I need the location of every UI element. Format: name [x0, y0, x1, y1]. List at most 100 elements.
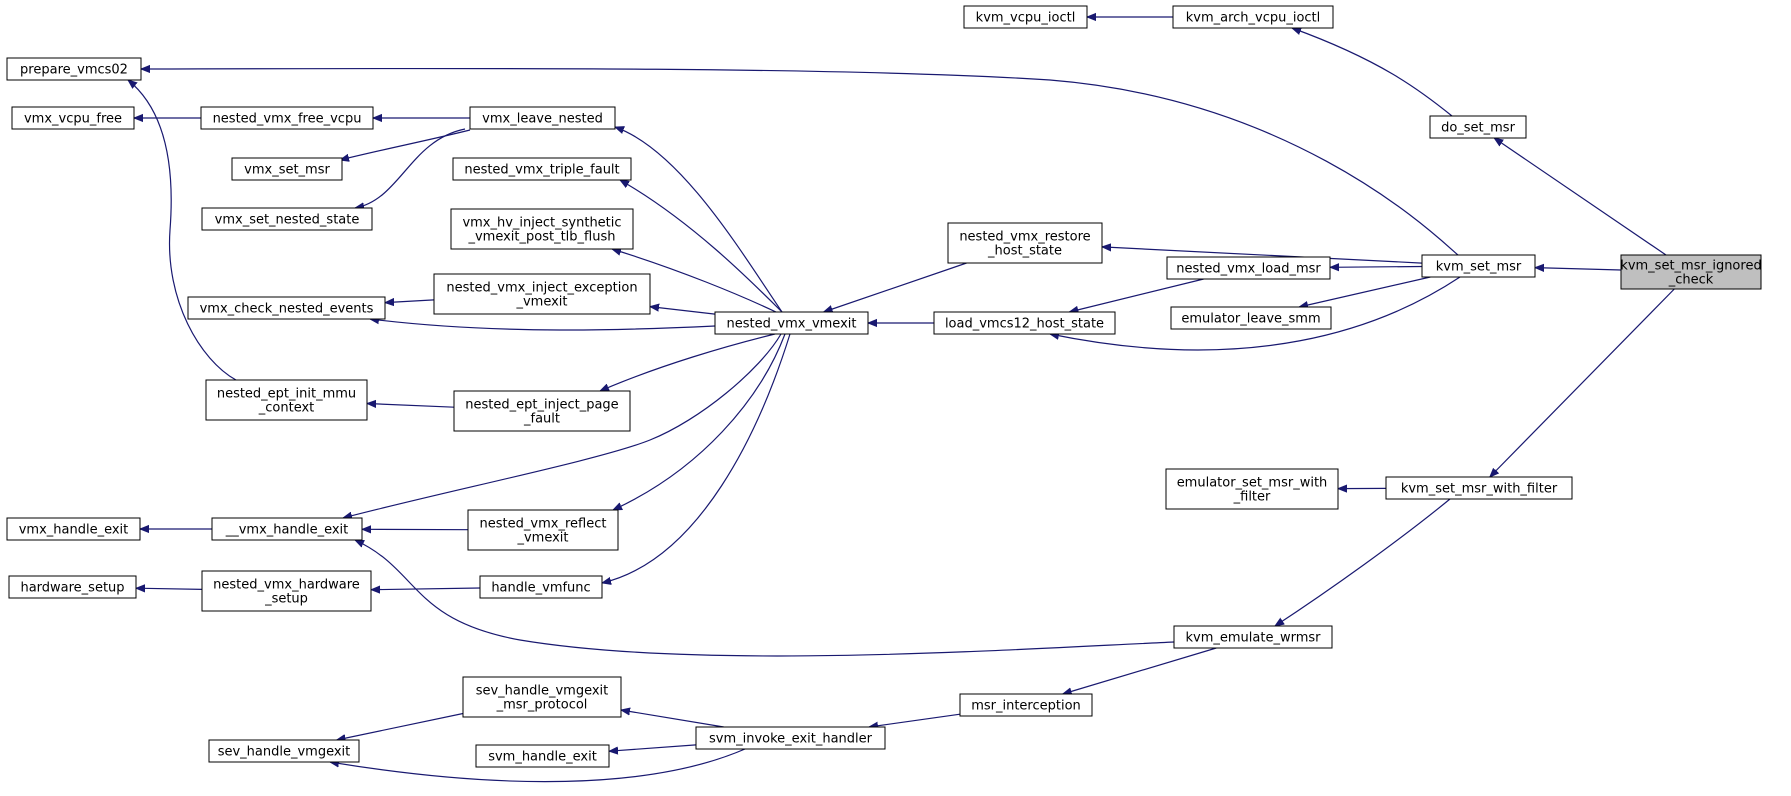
- node-box: [208, 739, 360, 763]
- edge-nested_vmx_vmexit-to-nested_vmx_restore_host_state: [824, 262, 967, 312]
- node-vmx-vcpu-free[interactable]: vmx_vcpu_free: [11, 106, 135, 130]
- node-svm-handle-exit[interactable]: svm_handle_exit: [475, 744, 610, 768]
- node-label: kvm_set_msr: [1436, 260, 1522, 275]
- node---vmx-handle-exit[interactable]: __vmx_handle_exit: [211, 517, 363, 541]
- node-label: do_set_msr: [1441, 121, 1516, 136]
- node-nested-vmx-hardware-setup[interactable]: nested_vmx_hardware_setup: [201, 570, 372, 612]
- node-box: [1620, 254, 1762, 290]
- edge-vmx_set_msr-to-vmx_leave_nested: [340, 129, 471, 160]
- edge-prepare_vmcs02-to-nested_ept_init_mmu_context: [128, 80, 237, 381]
- node-box: [475, 744, 610, 768]
- node-msr-interception[interactable]: msr_interception: [959, 693, 1093, 717]
- edges-layer: [128, 17, 1675, 783]
- node-prepare-vmcs02[interactable]: prepare_vmcs02: [6, 57, 142, 81]
- node-root[interactable]: kvm_set_msr_ignored_check: [1620, 254, 1762, 290]
- edge-do_set_msr-to-root: [1494, 138, 1667, 256]
- node-box: [450, 208, 634, 250]
- node-emulator-set-msr-with-filter[interactable]: emulator_set_msr_with_filter: [1165, 468, 1339, 510]
- node-vmx-set-nested-state[interactable]: vmx_set_nested_state: [201, 207, 373, 231]
- node-label: nested_vmx_restore: [959, 230, 1090, 245]
- edge-nested_vmx_triple_fault-to-nested_vmx_vmexit: [620, 180, 783, 313]
- edge-kvm_emulate_wrmsr-to-kvm_set_msr_with_filter: [1275, 498, 1451, 626]
- node-box: [200, 106, 374, 130]
- node-box: [8, 575, 137, 599]
- node-nested-vmx-load-msr[interactable]: nested_vmx_load_msr: [1166, 256, 1331, 280]
- edge-prepare_vmcs02-to-kvm_set_msr: [141, 68, 1459, 256]
- node-vmx-handle-exit[interactable]: vmx_handle_exit: [6, 517, 141, 541]
- node-kvm-emulate-wrmsr[interactable]: kvm_emulate_wrmsr: [1173, 625, 1333, 649]
- node-vmx-check-nested-events[interactable]: vmx_check_nested_events: [187, 296, 386, 320]
- node-nested-ept-inject-page-fault[interactable]: nested_ept_inject_page_fault: [453, 390, 631, 432]
- node-label: svm_handle_exit: [488, 750, 597, 765]
- node-label: vmx_set_msr: [244, 163, 330, 178]
- node-label: __vmx_handle_exit: [225, 523, 349, 538]
- node-kvm-set-msr-with-filter[interactable]: kvm_set_msr_with_filter: [1385, 476, 1573, 500]
- node-label: _host_state: [987, 244, 1062, 259]
- node-box: [1173, 625, 1333, 649]
- node-box: [462, 676, 622, 718]
- edge-load_vmcs12_host_state-to-kvm_set_msr: [1050, 276, 1461, 351]
- node-label: _msr_protocol: [496, 698, 588, 713]
- edge-nested_vmx_reflect_vmexit-to-nested_vmx_vmexit: [613, 333, 786, 511]
- node-box: [714, 311, 869, 335]
- node-label: load_vmcs12_host_state: [945, 317, 1104, 332]
- node-do-set-msr[interactable]: do_set_msr: [1429, 115, 1527, 139]
- edge-vmx_check_nested_events-to-nested_vmx_vmexit: [370, 319, 716, 331]
- edge-svm_handle_exit-to-svm_invoke_exit_handler: [609, 744, 697, 751]
- node-vmx-set-msr[interactable]: vmx_set_msr: [231, 157, 343, 181]
- node-label: sev_handle_vmgexit: [218, 745, 351, 760]
- node-svm-invoke-exit-handler[interactable]: svm_invoke_exit_handler: [695, 726, 886, 750]
- node-box: [963, 5, 1088, 29]
- node-box: [1385, 476, 1573, 500]
- edge-nested_vmx_hardware_setup-to-handle_vmfunc: [371, 588, 481, 590]
- node-label: _context: [258, 401, 315, 416]
- node-box: [231, 157, 343, 181]
- nodes-layer: kvm_set_msr_ignored_check kvm_set_msr do_s…: [6, 5, 1762, 768]
- edge-hardware_setup-to-nested_vmx_hardware_setup: [136, 588, 203, 589]
- edge-vmx_leave_nested-to-nested_vmx_vmexit: [615, 127, 783, 313]
- edge-nested_vmx_inject_exception-to-nested_vmx_vmexit: [650, 307, 716, 315]
- node-kvm-vcpu-ioctl[interactable]: kvm_vcpu_ioctl: [963, 5, 1088, 29]
- edge-__vmx_handle_exit-to-kvm_emulate_wrmsr: [355, 539, 1175, 657]
- edge-__vmx_handle_exit-to-nested_vmx_vmexit: [343, 333, 782, 518]
- node-kvm-arch-vcpu-ioctl[interactable]: kvm_arch_vcpu_ioctl: [1172, 5, 1334, 29]
- node-box: [933, 311, 1116, 335]
- node-hardware-setup[interactable]: hardware_setup: [8, 575, 137, 599]
- node-box: [469, 106, 616, 130]
- node-vmx-hv-inject-synthetic[interactable]: vmx_hv_inject_synthetic_vmexit_post_tlb_…: [450, 208, 634, 250]
- node-nested-vmx-inject-exception[interactable]: nested_vmx_inject_exception_vmexit: [433, 273, 651, 315]
- node-label: nested_vmx_hardware: [213, 578, 360, 593]
- edge-sev_handle_vmgexit-to-sev_handle_vmgexit_msr_protocol: [337, 712, 464, 741]
- node-emulator-leave-smm[interactable]: emulator_leave_smm: [1170, 306, 1332, 330]
- node-handle-vmfunc[interactable]: handle_vmfunc: [479, 575, 603, 599]
- node-box: [479, 575, 603, 599]
- edge-vmx_set_nested_state-to-vmx_leave_nested: [355, 128, 466, 208]
- node-box: [211, 517, 363, 541]
- node-sev-handle-vmgexit[interactable]: sev_handle_vmgexit: [208, 739, 360, 763]
- node-nested-vmx-reflect-vmexit[interactable]: nested_vmx_reflect_vmexit: [467, 509, 619, 551]
- node-label: hardware_setup: [20, 581, 124, 596]
- node-box: [467, 509, 619, 551]
- node-label: vmx_hv_inject_synthetic: [462, 216, 621, 231]
- node-nested-vmx-restore-host-state[interactable]: nested_vmx_restore_host_state: [947, 222, 1103, 264]
- edge-nested_vmx_load_msr-to-kvm_set_msr: [1330, 267, 1423, 268]
- edge-kvm_arch_vcpu_ioctl-to-do_set_msr: [1292, 28, 1453, 117]
- node-box: [1172, 5, 1334, 29]
- edge-svm_invoke_exit_handler-to-msr_interception: [869, 713, 961, 727]
- node-label: nested_vmx_reflect: [480, 517, 607, 532]
- node-nested-ept-init-mmu-context[interactable]: nested_ept_init_mmu_context: [205, 379, 368, 421]
- node-nested-vmx-vmexit[interactable]: nested_vmx_vmexit: [714, 311, 869, 335]
- node-vmx-leave-nested[interactable]: vmx_leave_nested: [469, 106, 616, 130]
- node-box: [695, 726, 886, 750]
- node-label: vmx_set_nested_state: [215, 213, 360, 228]
- node-label: vmx_leave_nested: [482, 112, 603, 127]
- node-kvm-set-msr[interactable]: kvm_set_msr: [1421, 254, 1536, 278]
- node-sev-handle-vmgexit-msr-protocol[interactable]: sev_handle_vmgexit_msr_protocol: [462, 676, 622, 718]
- node-nested-vmx-triple-fault[interactable]: nested_vmx_triple_fault: [452, 157, 632, 181]
- node-label: nested_vmx_triple_fault: [464, 163, 619, 178]
- node-load-vmcs12-host-state[interactable]: load_vmcs12_host_state: [933, 311, 1116, 335]
- node-label: svm_invoke_exit_handler: [709, 732, 873, 747]
- node-nested-vmx-free-vcpu[interactable]: nested_vmx_free_vcpu: [200, 106, 374, 130]
- node-box: [1429, 115, 1527, 139]
- edge-vmx_check_nested_events-to-nested_vmx_inject_exception: [385, 300, 435, 303]
